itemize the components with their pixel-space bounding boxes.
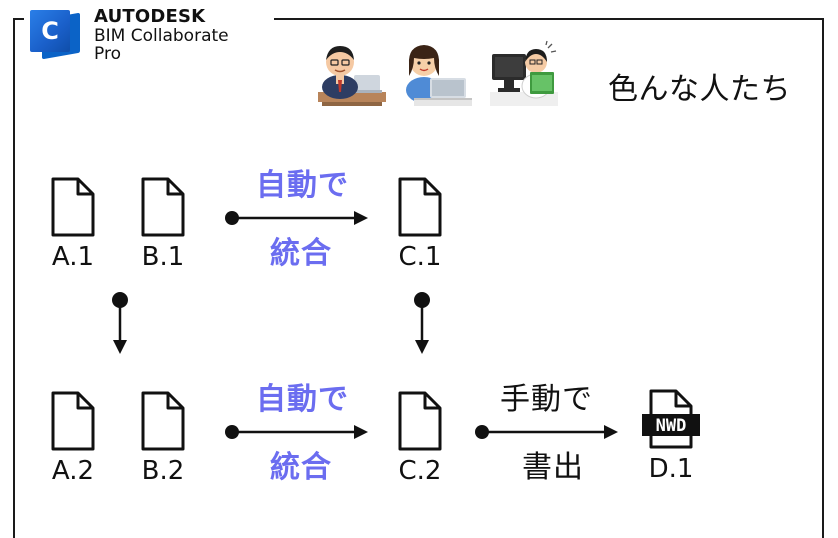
version-arrow-left <box>112 292 128 354</box>
woman-laptop-icon <box>404 40 472 108</box>
export-label-top: 手動で <box>500 382 593 417</box>
merge-arrow-2 <box>225 425 368 439</box>
office-worker-icon <box>318 40 386 108</box>
autodesk-product-logo: C <box>30 6 82 60</box>
document-label: C.2 <box>398 456 442 486</box>
document-icon <box>141 177 185 237</box>
merge-arrow-1 <box>225 211 368 225</box>
nwd-file-icon <box>642 389 700 449</box>
merge-label-top: 自動で <box>256 168 349 203</box>
document-label: B.2 <box>141 456 185 486</box>
brand-header: C AUTODESK BIM Collaborate Pro <box>30 6 235 64</box>
version-arrow-right <box>414 292 430 354</box>
merge-label-bottom: 統合 <box>270 236 332 271</box>
document-c2: C.2 <box>385 390 455 486</box>
document-icon <box>51 391 95 451</box>
document-b1: B.1 <box>128 176 198 272</box>
document-icon <box>141 391 185 451</box>
nwd-badge: NWD <box>655 416 687 436</box>
document-b2: B.2 <box>128 390 198 486</box>
document-c1: C.1 <box>385 176 455 272</box>
logo-letter: C <box>41 17 59 45</box>
document-label: D.1 <box>648 454 694 484</box>
merge-label-bottom: 統合 <box>270 450 332 485</box>
document-a1: A.1 <box>38 176 108 272</box>
brand-product: BIM Collaborate <box>94 25 229 46</box>
document-icon <box>51 177 95 237</box>
document-label: B.1 <box>141 242 185 272</box>
export-label-bottom: 書出 <box>522 450 584 485</box>
brand-edition: Pro <box>94 43 121 64</box>
diagram-frame <box>13 18 824 538</box>
people-caption: 色んな人たち <box>608 72 791 107</box>
logo-front-panel: C <box>30 10 70 52</box>
document-label: A.1 <box>51 242 95 272</box>
brand-company: AUTODESK <box>94 6 206 27</box>
people-illustrations <box>318 40 558 108</box>
document-d1: NWD D.1 <box>636 388 706 484</box>
merge-label-top: 自動で <box>256 382 349 417</box>
document-label: A.2 <box>51 456 95 486</box>
brand-text: AUTODESK BIM Collaborate Pro <box>94 6 229 64</box>
researcher-monitor-icon <box>490 40 558 108</box>
document-icon <box>398 391 442 451</box>
document-a2: A.2 <box>38 390 108 486</box>
document-icon <box>398 177 442 237</box>
document-label: C.1 <box>398 242 442 272</box>
export-arrow <box>475 425 618 439</box>
